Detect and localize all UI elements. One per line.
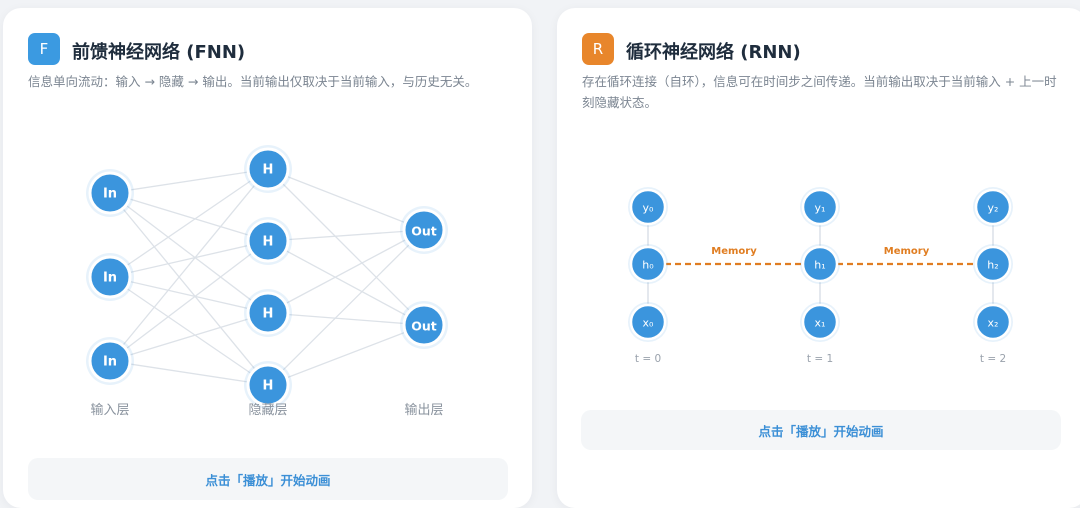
fnn-edge xyxy=(267,312,425,326)
rnn-time-label: t = 0 xyxy=(635,353,661,365)
rnn-node-label: h₂ xyxy=(987,259,998,272)
fnn-layer-label: 输入层 xyxy=(90,402,129,418)
rnn-node-label: h₀ xyxy=(642,259,654,272)
fnn-edge xyxy=(109,276,269,386)
fnn-edge xyxy=(109,168,269,362)
rnn-node-hidden: h₀ xyxy=(628,244,668,284)
rnn-node-output: y₁ xyxy=(800,187,840,227)
rnn-badge: R xyxy=(582,33,614,65)
fnn-node-label: In xyxy=(103,355,117,370)
rnn-diagram: Memory Memory y₀ h₀ x₀ t = 0 y₁ h₁ x₁ t = 1 y₂ h₂ x₂… xyxy=(628,187,1013,365)
fnn-node: H xyxy=(244,361,292,409)
rnn-card: R 循环神经网络 (RNN) 存在循环连接（自环），信息可在时间步之间传递。当前… xyxy=(557,8,1080,508)
rnn-time-step: y₂ h₂ x₂ t = 2 xyxy=(973,187,1013,365)
fnn-edge xyxy=(109,192,269,314)
fnn-node-label: H xyxy=(263,235,274,250)
rnn-node-label: h₁ xyxy=(814,259,825,272)
fnn-edge xyxy=(267,229,425,242)
rnn-time-label: t = 2 xyxy=(980,353,1006,365)
fnn-layer-label: 隐藏层 xyxy=(248,403,287,418)
fnn-edge xyxy=(267,229,425,386)
fnn-edge xyxy=(109,240,269,362)
fnn-node-label: Out xyxy=(411,319,437,334)
rnn-memory-label: Memory xyxy=(884,246,930,257)
fnn-node-label: H xyxy=(263,163,274,178)
fnn-edge xyxy=(267,229,425,314)
fnn-edge xyxy=(267,168,425,326)
rnn-node-label: x₂ xyxy=(988,317,999,330)
rnn-play-button[interactable]: 点击「播放」开始动画 xyxy=(581,410,1061,450)
fnn-layer-label: 输出层 xyxy=(404,402,443,418)
rnn-description: 存在循环连接（自环），信息可在时间步之间传递。当前输出取决于当前输入 + 上一时… xyxy=(582,74,1057,110)
rnn-node-label: y₂ xyxy=(988,202,999,215)
fnn-node-label: In xyxy=(103,187,117,202)
rnn-node-label: y₁ xyxy=(815,202,826,215)
fnn-card: F 前馈神经网络 (FNN) 信息单向流动：输入 → 隐藏 → 输出。当前输出仅… xyxy=(3,8,532,508)
rnn-node-input: x₁ xyxy=(800,302,840,342)
rnn-title: 循环神经网络 (RNN) xyxy=(626,42,801,63)
fnn-node-label: H xyxy=(263,307,274,322)
rnn-memory-label: Memory xyxy=(711,246,757,257)
fnn-node: Out xyxy=(400,206,448,254)
fnn-edge xyxy=(267,240,425,326)
fnn-edge xyxy=(109,240,269,278)
fnn-edge xyxy=(109,312,269,362)
fnn-node-label: H xyxy=(263,379,274,394)
rnn-node-output: y₂ xyxy=(973,187,1013,227)
rnn-node-input: x₀ xyxy=(628,302,668,342)
rnn-node-input: x₂ xyxy=(973,302,1013,342)
rnn-node-hidden: h₁ xyxy=(800,244,840,284)
fnn-edge xyxy=(109,192,269,386)
fnn-description: 信息单向流动：输入 → 隐藏 → 输出。当前输出仅取决于当前输入，与历史无关。 xyxy=(28,74,478,89)
fnn-title: 前馈神经网络 (FNN) xyxy=(72,42,246,63)
rnn-memory-link: Memory xyxy=(665,246,803,266)
rnn-time-label: t = 1 xyxy=(807,353,833,365)
fnn-edge xyxy=(109,168,269,194)
fnn-node: In xyxy=(86,337,134,385)
fnn-node: H xyxy=(244,145,292,193)
rnn-node-hidden: h₂ xyxy=(973,244,1013,284)
fnn-node: H xyxy=(244,289,292,337)
fnn-edge xyxy=(109,276,269,314)
rnn-time-step: y₁ h₁ x₁ t = 1 xyxy=(800,187,840,365)
rnn-memory-link: Memory xyxy=(837,246,976,266)
rnn-node-output: y₀ xyxy=(628,187,668,227)
fnn-node-label: In xyxy=(103,271,117,286)
fnn-edge xyxy=(267,168,425,231)
fnn-badge: F xyxy=(28,33,60,65)
rnn-node-label: x₁ xyxy=(815,317,826,330)
fnn-node-label: Out xyxy=(411,224,437,239)
fnn-node: Out xyxy=(400,301,448,349)
fnn-node: In xyxy=(86,253,134,301)
fnn-node: H xyxy=(244,217,292,265)
rnn-node-label: x₀ xyxy=(643,317,655,330)
fnn-edges xyxy=(109,168,425,386)
fnn-edge xyxy=(109,360,269,386)
fnn-edge xyxy=(109,168,269,278)
fnn-node: In xyxy=(86,169,134,217)
fnn-edge xyxy=(109,192,269,242)
fnn-play-button[interactable]: 点击「播放」开始动画 xyxy=(28,458,508,500)
fnn-edge xyxy=(267,324,425,386)
rnn-time-step: y₀ h₀ x₀ t = 0 xyxy=(628,187,668,365)
rnn-node-label: y₀ xyxy=(643,202,655,215)
